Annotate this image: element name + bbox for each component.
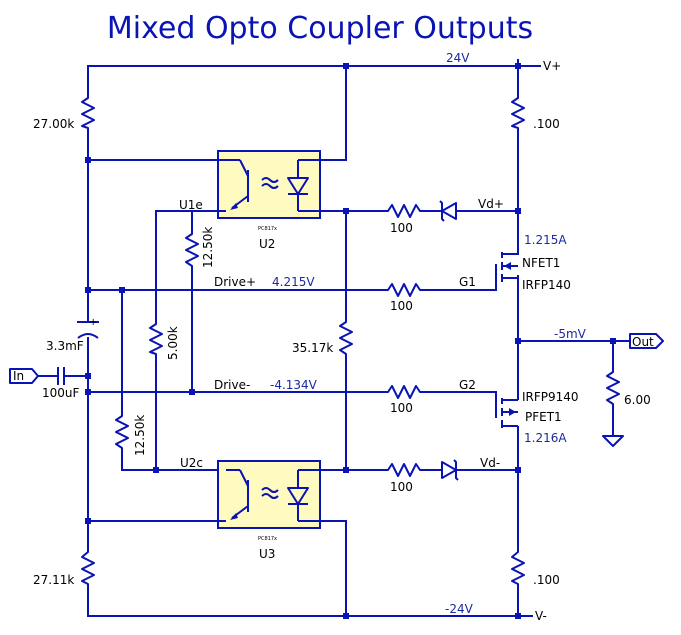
opto-u3: PC817x U3 <box>217 460 321 561</box>
drive-neg-label: Drive- <box>214 378 250 392</box>
input-port: In 100uF <box>9 367 89 400</box>
output-port: -5mV Out <box>554 327 664 349</box>
nfet1-current: 1.215A <box>524 233 567 247</box>
resistor-r-u2c-value: 12.50k <box>133 415 147 456</box>
resistor-r-src-top-value: .100 <box>533 117 560 131</box>
drive-neg-net: Drive- -4.134V <box>87 378 385 393</box>
drive-pos-label: Drive+ <box>214 275 256 289</box>
g2-label: G2 <box>459 378 476 392</box>
opto-u3-name: U3 <box>259 547 275 561</box>
resistor-r-src-bot: .100 <box>511 548 560 588</box>
resistor-r-5k: 5.00k <box>149 320 180 360</box>
opto-u2-part: PC817x <box>258 226 277 232</box>
capacitor-c-big-value: 3.3mF <box>46 339 84 353</box>
pfet1-current: 1.216A <box>524 431 567 445</box>
capacitor-c-in-value: 100uF <box>42 386 80 400</box>
pos-rail: 24V V+ <box>87 51 561 73</box>
resistor-r-u1e-value: 12.50k <box>201 227 215 268</box>
nfet1-part: IRFP140 <box>522 278 571 292</box>
nfet1-name: NFET1 <box>522 256 560 270</box>
pos-rail-voltage: 24V <box>446 51 470 65</box>
g1-path: 100 G1 <box>384 275 497 313</box>
u2c-label: U2c <box>180 456 203 470</box>
u2c-net: U2c <box>121 289 227 471</box>
resistor-r-src-top: .100 <box>511 94 560 132</box>
vd-neg-label: Vd- <box>480 456 500 470</box>
pos-rail-label: V+ <box>543 59 561 73</box>
g2-path: 100 G2 <box>384 378 497 415</box>
resistor-r-u1e: 12.50k <box>185 227 215 270</box>
pfet1-name: PFET1 <box>525 410 562 424</box>
resistor-r-gate-bot-value: 100 <box>390 401 413 415</box>
neg-rail-voltage: -24V <box>445 602 474 616</box>
schematic-title: Mixed Opto Coupler Outputs <box>107 11 533 46</box>
resistor-r-mid: 35.17k <box>292 318 353 358</box>
opto-u2-name: U2 <box>259 237 275 251</box>
right-column-wires <box>517 65 631 617</box>
neg-rail: -24V V- <box>87 602 547 623</box>
resistor-r-gate-bot2-value: 100 <box>390 480 413 494</box>
drive-pos-voltage: 4.215V <box>272 275 315 289</box>
ground-symbol <box>602 435 624 447</box>
svg-text:+: + <box>89 317 97 328</box>
junctions <box>85 63 616 619</box>
resistor-r-u2c: 12.50k <box>115 412 147 456</box>
neg-rail-label: V- <box>535 609 547 623</box>
input-port-label: In <box>13 369 24 383</box>
opto-u3-part: PC817x <box>258 536 277 542</box>
resistor-r-5k-value: 5.00k <box>166 326 180 360</box>
u1e-label: U1e <box>179 198 203 212</box>
resistor-r-mid-value: 35.17k <box>292 341 333 355</box>
resistor-r-src-bot-value: .100 <box>533 573 560 587</box>
pfet1: IRFP9140 PFET1 1.216A <box>495 376 579 445</box>
drive-pos-net: Drive+ 4.215V <box>87 275 385 291</box>
vd-pos-label: Vd+ <box>478 197 504 211</box>
resistor-r-bottom: 27.11k <box>33 548 95 588</box>
capacitor-c-big: + 3.3mF <box>46 317 99 353</box>
drive-neg-voltage: -4.134V <box>270 378 318 392</box>
mid-column-wires <box>319 65 385 617</box>
pfet1-part: IRFP9140 <box>522 390 579 404</box>
g1-label: G1 <box>459 275 476 289</box>
resistor-r-top: 27.00k <box>33 94 95 132</box>
resistor-r-load: 6.00 <box>606 368 651 408</box>
u1e-net: U1e <box>155 198 227 471</box>
resistor-r-gate-top-value: 100 <box>390 221 413 235</box>
resistor-r-top-value: 27.00k <box>33 117 74 131</box>
output-port-label: Out <box>632 335 654 349</box>
out-voltage: -5mV <box>554 327 587 341</box>
nfet1: 1.215A NFET1 IRFP140 <box>488 233 571 292</box>
resistor-r-gate-top2-value: 100 <box>390 299 413 313</box>
opto-u2: PC817x U2 <box>217 150 321 251</box>
vd-pos-path: 100 Vd+ <box>384 197 519 235</box>
resistor-r-load-value: 6.00 <box>624 393 651 407</box>
vd-neg-path: 100 Vd- <box>384 456 519 494</box>
resistor-r-bottom-value: 27.11k <box>33 573 74 587</box>
